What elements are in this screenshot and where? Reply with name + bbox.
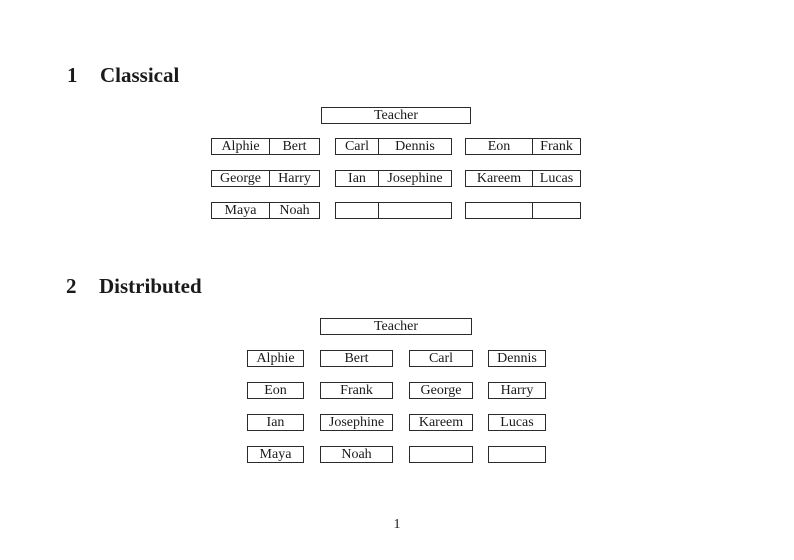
seat-box-empty — [409, 446, 473, 463]
page-number: 1 — [393, 517, 401, 532]
seat-box: Maya — [247, 446, 304, 463]
seat-cell: Bert — [282, 139, 307, 154]
seat-label: Frank — [340, 383, 373, 398]
desk-empty — [465, 202, 581, 219]
seat-label: Bert — [344, 351, 369, 366]
section-number: 2 — [66, 274, 77, 298]
seat-cell: George — [212, 171, 270, 186]
teacher-label: Teacher — [373, 319, 419, 334]
seat-label: Eon — [264, 383, 287, 398]
seat-label: Ian — [266, 415, 285, 430]
desk: Alphie Bert — [211, 138, 320, 155]
seat-box: George — [409, 382, 473, 399]
seat-cell: Ian — [336, 171, 379, 186]
desk: George Harry — [211, 170, 320, 187]
section-number: 1 — [67, 63, 78, 87]
seat-label: Kareem — [418, 415, 464, 430]
seat-label: Lucas — [500, 415, 534, 430]
seat-cell-empty — [533, 203, 580, 218]
seat-cell: Kareem — [466, 171, 533, 186]
seat-cell: Noah — [279, 203, 310, 218]
seat-label: Alphie — [256, 351, 295, 366]
desk: Maya Noah — [211, 202, 320, 219]
seat-cell: Josephine — [387, 171, 443, 186]
seat-cell: Frank — [540, 139, 573, 154]
seat-label: Josephine — [328, 415, 385, 430]
seat-cell-empty — [379, 203, 451, 218]
seat-label: Harry — [500, 383, 534, 398]
seat-cell: Harry — [278, 171, 311, 186]
desk: Carl Dennis — [335, 138, 452, 155]
seat-box: Josephine — [320, 414, 393, 431]
seat-box: Ian — [247, 414, 304, 431]
seat-box: Lucas — [488, 414, 546, 431]
teacher-label: Teacher — [373, 108, 419, 123]
desk: Kareem Lucas — [465, 170, 581, 187]
seat-box-empty — [488, 446, 546, 463]
seat-cell: Carl — [336, 139, 379, 154]
desk: Eon Frank — [465, 138, 581, 155]
seat-label: Noah — [341, 447, 372, 462]
seat-label: Carl — [428, 351, 454, 366]
desk-empty — [335, 202, 452, 219]
teacher-desk: Teacher — [321, 107, 471, 124]
section-title: Classical — [100, 63, 180, 87]
seat-box: Eon — [247, 382, 304, 399]
section-heading-distributed: 2 Distributed — [66, 275, 202, 297]
seat-cell: Lucas — [539, 171, 574, 186]
seat-label: Maya — [259, 447, 292, 462]
seat-box: Harry — [488, 382, 546, 399]
seat-label: George — [420, 383, 462, 398]
seat-cell: Eon — [466, 139, 533, 154]
seat-cell-empty — [336, 203, 379, 218]
teacher-desk: Teacher — [320, 318, 472, 335]
seat-cell: Alphie — [212, 139, 270, 154]
seat-box: Alphie — [247, 350, 304, 367]
section-title: Distributed — [99, 274, 202, 298]
section-heading-classical: 1 Classical — [67, 64, 179, 86]
desk: Ian Josephine — [335, 170, 452, 187]
seat-box: Bert — [320, 350, 393, 367]
seat-cell-empty — [466, 203, 533, 218]
seat-label: Dennis — [497, 351, 537, 366]
seat-cell: Dennis — [395, 139, 435, 154]
seat-box: Dennis — [488, 350, 546, 367]
seat-box: Frank — [320, 382, 393, 399]
seat-box: Noah — [320, 446, 393, 463]
seat-box: Kareem — [409, 414, 473, 431]
seat-cell: Maya — [212, 203, 270, 218]
seat-box: Carl — [409, 350, 473, 367]
